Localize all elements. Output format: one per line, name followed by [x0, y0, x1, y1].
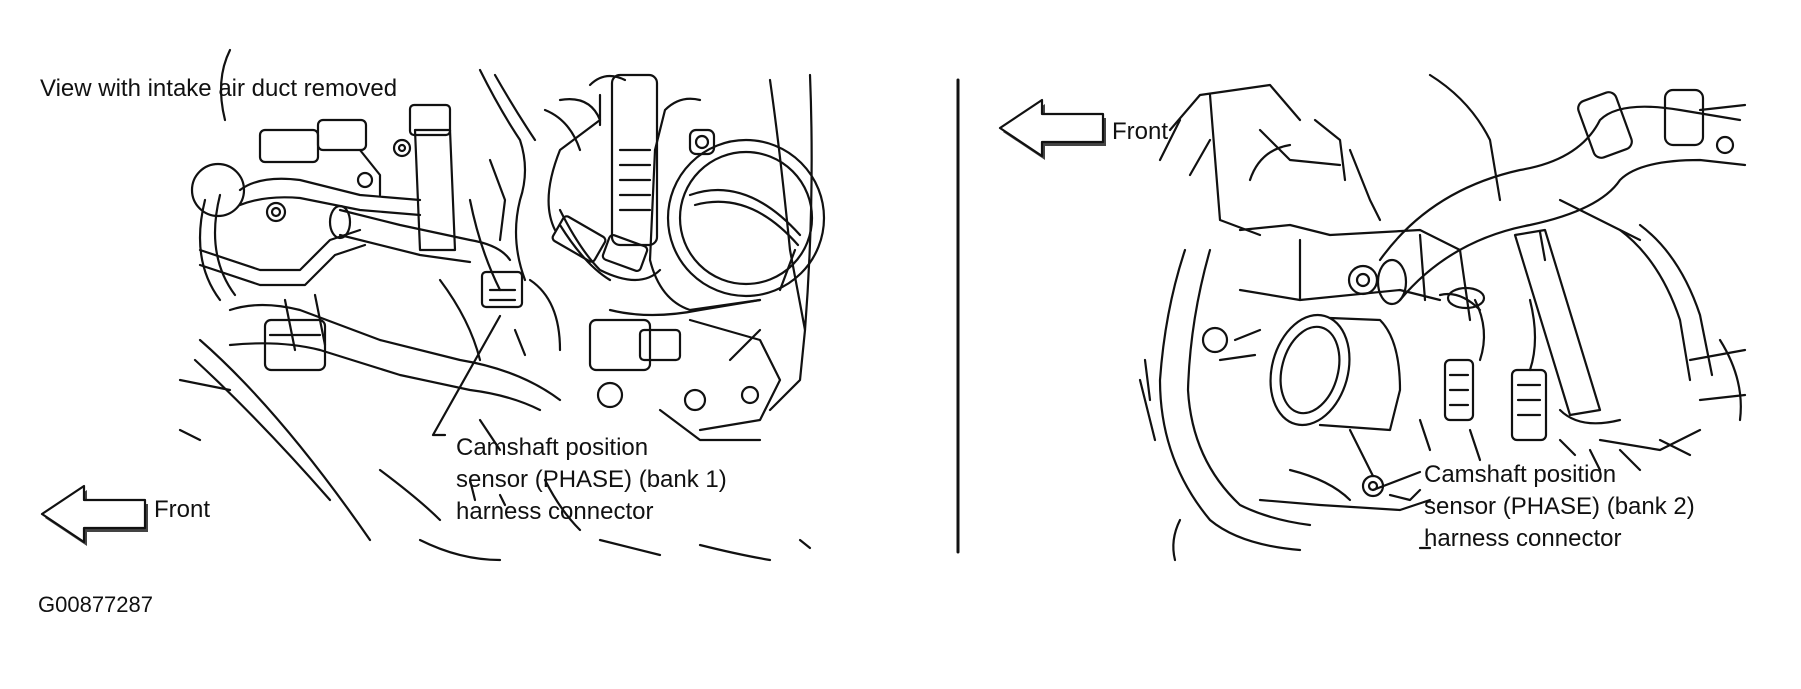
bank2-callout: Camshaft position sensor (PHASE) (bank 2…: [1424, 459, 1695, 555]
view-note-label: View with intake air duct removed: [40, 75, 398, 102]
left-arrow-icon: [40, 484, 148, 546]
bank1-leader-line: [431, 314, 502, 437]
right-engine-drawing: [1138, 73, 1747, 562]
bank2-callout-line2: sensor (PHASE) (bank 2): [1424, 492, 1695, 520]
bank1-callout-line3: harness connector: [456, 497, 654, 525]
figure-id: G00877287: [38, 592, 153, 617]
bank1-callout-line2: sensor (PHASE) (bank 1): [456, 465, 727, 493]
bank2-leader-line: [1371, 470, 1432, 550]
bank1-callout-line1: Camshaft position: [456, 434, 649, 461]
bank2-callout-line1: Camshaft position: [1424, 461, 1617, 488]
front-label-right: Front: [1112, 118, 1169, 145]
bank1-callout: Camshaft position sensor (PHASE) (bank 1…: [456, 432, 727, 528]
left-arrow-icon: [998, 98, 1106, 160]
left-engine-drawing: [178, 48, 826, 562]
bank2-callout-line3: harness connector: [1424, 524, 1622, 552]
front-label-left: Front: [154, 496, 211, 523]
